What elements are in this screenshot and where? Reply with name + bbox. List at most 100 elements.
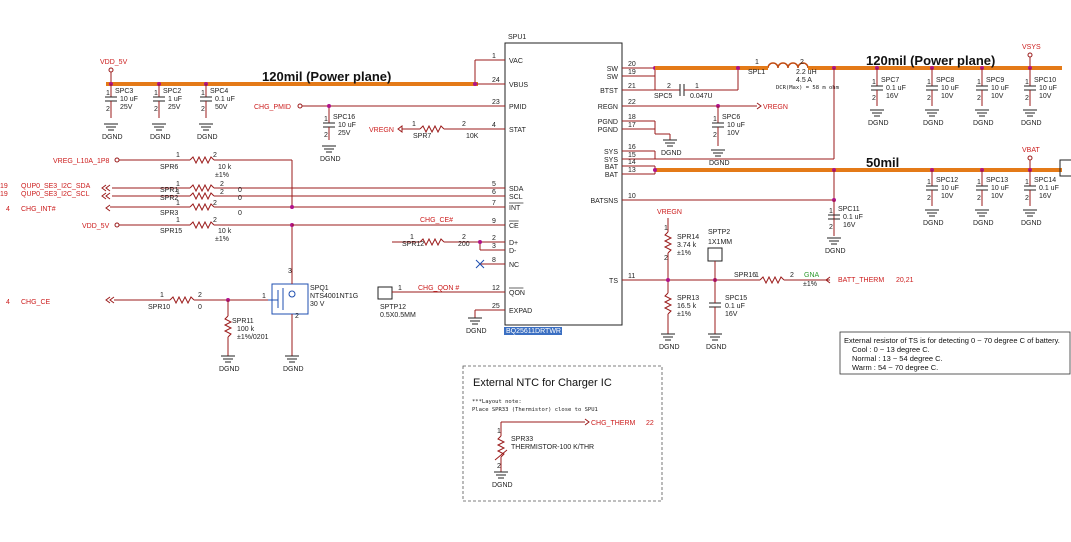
cap-ref: SPC14: [1034, 177, 1056, 184]
net-vdd-5v: VDD_5V: [100, 59, 128, 66]
ground-symbol: DGND: [923, 209, 944, 227]
cap-ref: SPC9: [986, 77, 1004, 84]
ic-pin-name: PMID: [509, 104, 527, 111]
ic-pin-number: 11: [628, 273, 635, 280]
svg-text:2: 2: [664, 255, 668, 262]
ts-note-line2: Cool : 0 ~ 13 degree C.: [852, 345, 930, 354]
cap-ref: SPC7: [881, 77, 899, 84]
cap-value: 0.1 uF: [843, 214, 863, 221]
spr16-ref: SPR16: [734, 272, 756, 279]
svg-text:2: 2: [1025, 195, 1029, 202]
svg-text:1: 1: [664, 225, 668, 232]
ic-ref: SPU1: [508, 34, 526, 41]
cap-ref: SPC3: [115, 88, 133, 95]
svg-text:2: 2: [667, 83, 671, 90]
ic-pin-number: 7: [492, 200, 496, 207]
spc15-voltage: 16V: [725, 311, 738, 318]
spr12-value: 200: [458, 241, 470, 248]
svg-text:1: 1: [695, 83, 699, 90]
cap-voltage: 25V: [338, 130, 351, 137]
ground-label: DGND: [923, 120, 944, 127]
net-qon: CHG_QON #: [418, 285, 459, 292]
spq1-symbol: [271, 283, 309, 315]
cap-value: 10 uF: [941, 85, 959, 92]
ic-left-pins: 1VAC24VBUS23PMID4STAT5SDA6SCL7INT9CE2D+3…: [485, 53, 532, 315]
cap-value: 10 uF: [991, 85, 1009, 92]
spq1-ref: SPQ1: [310, 285, 329, 292]
net-gna: GNA: [804, 272, 820, 279]
cap-voltage: 10V: [1039, 93, 1052, 100]
svg-text:2: 2: [977, 195, 981, 202]
cap-value: 0.1 uF: [1039, 185, 1059, 192]
spl1-dcr: DCR(Max) = 58 m ohm: [776, 85, 840, 91]
spl1-current: 4.5 A: [796, 77, 812, 84]
ic-part-highlight: [504, 327, 562, 335]
ic-pin-number: 13: [628, 167, 636, 174]
spr14-tol: ±1%: [677, 250, 691, 257]
svg-text:1: 1: [755, 59, 759, 66]
net-vreg-l10a: VREG_L10A_1P8: [53, 158, 110, 165]
net-vregn-out: VREGN: [763, 104, 788, 111]
ntc-note1: ***Layout note:: [472, 399, 522, 405]
ts-note-line1: External resistor of TS is for detecting…: [844, 336, 1060, 345]
ic-pin-number: 18: [628, 114, 636, 121]
ground-label: DGND: [492, 482, 513, 489]
spc15-value: 0.1 uF: [725, 303, 745, 310]
cap-value: 10 uF: [120, 96, 138, 103]
ic-pin-number: 21: [628, 83, 636, 90]
ground-label: DGND: [1021, 120, 1042, 127]
ic-pin-number: 15: [628, 152, 636, 159]
ic-pin-number: 3: [492, 243, 496, 250]
spr7-value: 10K: [466, 133, 479, 140]
ic-pin-name: SCL: [509, 194, 523, 201]
stat-section: VREGN 1 2 SPR7 10K: [369, 121, 505, 140]
spc15-ref: SPC15: [725, 295, 747, 302]
svg-text:2: 2: [213, 152, 217, 159]
pmid-section: CHG_PMID: [254, 103, 505, 111]
svg-text:2: 2: [872, 95, 876, 102]
svg-text:1: 1: [201, 90, 205, 97]
net-vbat: VBAT: [1022, 147, 1040, 154]
svg-text:1: 1: [176, 200, 180, 207]
ic-pin-name: BAT: [605, 172, 619, 179]
ic-pin-number: 9: [492, 218, 496, 225]
svg-text:2: 2: [462, 234, 466, 241]
cap-voltage: 16V: [843, 222, 856, 229]
spl1-ref: SPL1: [748, 69, 765, 76]
svg-text:2: 2: [462, 121, 466, 128]
net-vdd-5v-2: VDD_5V: [82, 223, 110, 230]
spr33-ref: SPR33: [511, 436, 533, 443]
net-batt-therm-ref: 20,21: [896, 277, 914, 284]
output-power-section: 1 2 SPL1 2.2 uH 4.5 A DCR(Max) = 58 m oh…: [622, 44, 1071, 230]
vdd-5v-port: [108, 67, 114, 73]
ground-label: DGND: [283, 366, 304, 373]
sheet-ref-19b: 19: [0, 191, 8, 198]
ic-pin-number: 20: [628, 61, 636, 68]
net-chg-therm: CHG_THERM: [591, 420, 636, 427]
svg-text:1: 1: [176, 217, 180, 224]
svg-text:1: 1: [927, 179, 931, 186]
svg-text:1: 1: [160, 292, 164, 299]
net-chg-ce: CHG_CE: [21, 299, 51, 306]
ic-spu1: SPU1 BQ25611DRTWR 1VAC24VBUS23PMID4STAT5…: [485, 34, 642, 335]
spr13-ref: SPR13: [677, 295, 699, 302]
cap-ref: SPC10: [1034, 77, 1056, 84]
svg-text:1: 1: [872, 79, 876, 86]
cap-voltage: 50V: [215, 104, 228, 111]
svg-text:1: 1: [1025, 79, 1029, 86]
ground-symbol: DGND: [659, 333, 680, 351]
spl1-value: 2.2 uH: [796, 69, 817, 76]
svg-text:2: 2: [790, 272, 794, 279]
net-vsys: VSYS: [1022, 44, 1041, 51]
ic-pin-name: SDA: [509, 186, 524, 193]
spr6-value: 10 k: [218, 164, 232, 171]
net-vregn: VREGN: [369, 127, 394, 134]
ground-label: DGND: [197, 134, 218, 141]
svg-text:2: 2: [213, 217, 217, 224]
